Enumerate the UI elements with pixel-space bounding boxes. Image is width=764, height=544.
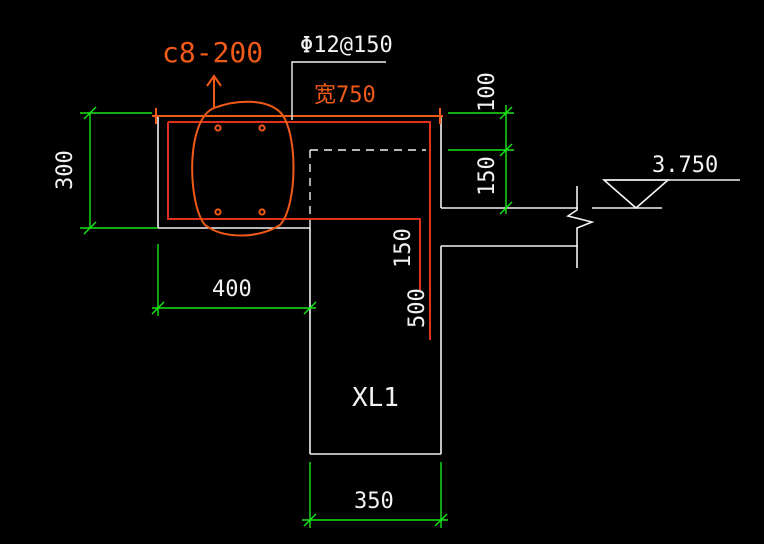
dim-right-tick (499, 201, 513, 215)
dim-beam-tick (434, 513, 448, 527)
dim-inner-500-text: 500 (405, 288, 430, 328)
dim-bottom-tick (151, 301, 165, 315)
dim-bottom-text: 400 (212, 277, 252, 302)
elevation-label: 3.750 (652, 153, 718, 178)
width-note-label: 宽750 (314, 83, 376, 108)
stirrup-spec-label: c8-200 (162, 36, 263, 69)
beam-name-label: XL1 (352, 383, 399, 413)
dim-right-tick (499, 143, 513, 157)
slab-rebar-spec-label: Φ12@150 (300, 33, 393, 58)
structure-outline (152, 115, 740, 455)
stirrup-ledge (168, 121, 431, 340)
arrow-head (206, 74, 222, 87)
dim-left-text: 300 (53, 150, 78, 190)
dim-right-step-text: 150 (475, 156, 500, 196)
dim-beam-text: 350 (354, 489, 394, 514)
dim-right-top-text: 100 (475, 72, 500, 112)
leader-polyline (291, 61, 386, 120)
rebar-dot (258, 124, 266, 132)
dim-bottom-tick (303, 301, 317, 315)
dim-inner-150-text: 150 (391, 228, 416, 268)
rebar-leader (291, 61, 386, 120)
rebar-dot (214, 208, 222, 216)
rebar-dot (214, 124, 222, 132)
dim-beam-tick (303, 513, 317, 527)
annotations (152, 74, 443, 237)
dim-left-tick (83, 221, 97, 235)
dim-right-tick (499, 106, 513, 120)
break-line (566, 186, 595, 268)
elevation-triangle (601, 179, 671, 210)
rebar (167, 121, 431, 340)
stirrup-highlight-loop (191, 100, 295, 237)
dim-left-tick (83, 106, 97, 120)
dimensions (80, 105, 514, 528)
stirrup-ledge-inner (167, 122, 421, 292)
rebar-dot (258, 208, 266, 216)
hidden-line (309, 149, 426, 228)
